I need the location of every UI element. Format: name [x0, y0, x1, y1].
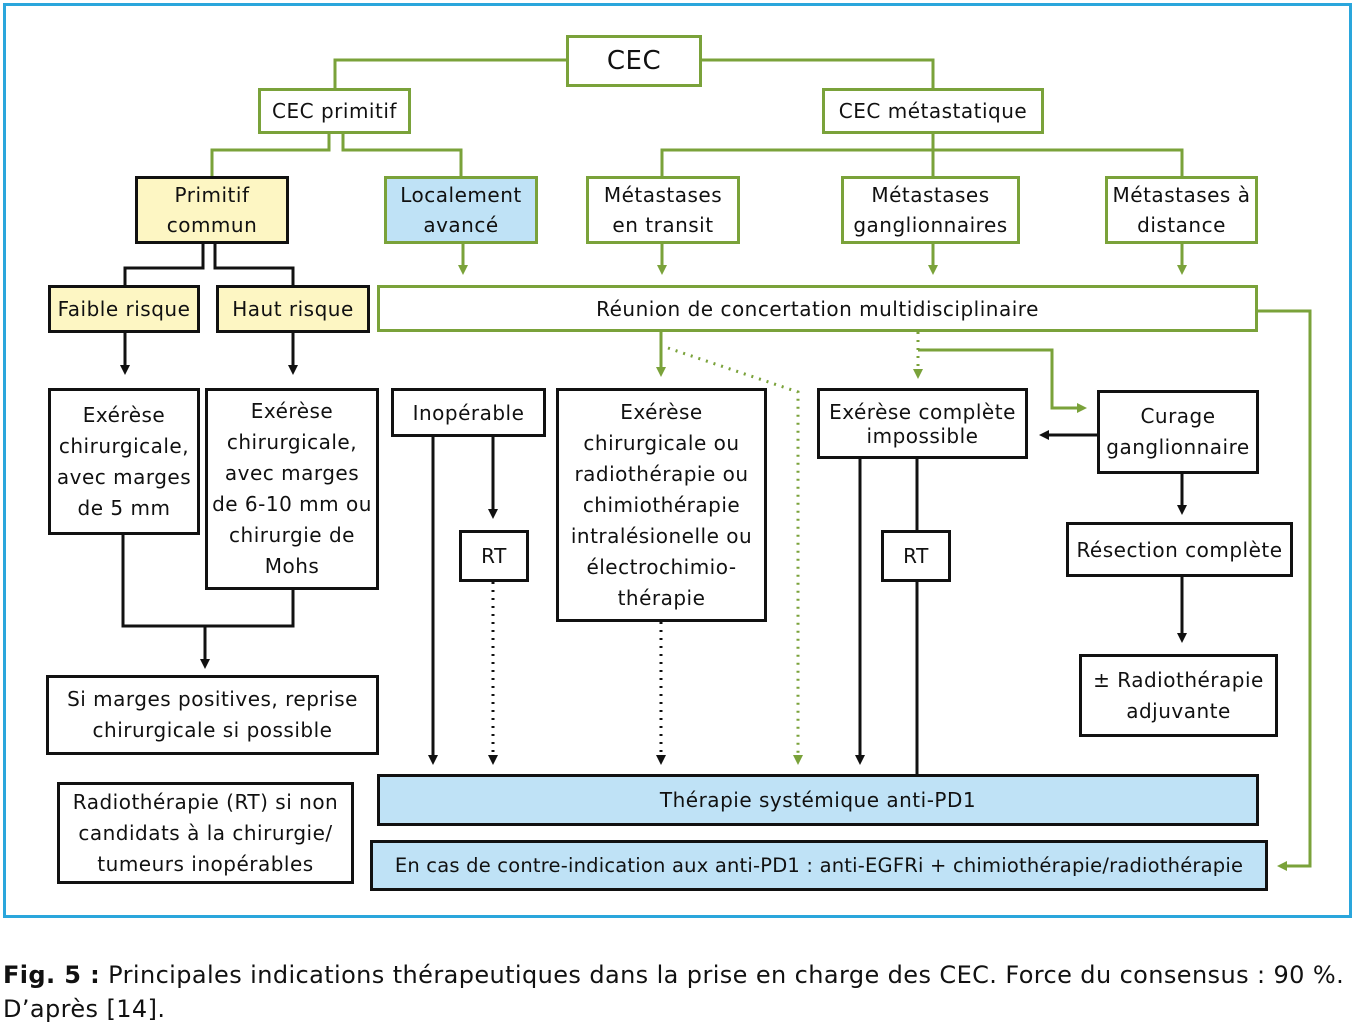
node-faible-risque: Faible risque	[48, 285, 200, 333]
link-primitif-commun	[210, 133, 331, 176]
figure-caption: Fig. 5 : Principales indications thérape…	[3, 958, 1355, 1026]
node-cec-metastatique: CEC métastatique	[822, 88, 1044, 134]
node-exerese-impossible: Exérèse complète impossible	[817, 388, 1028, 459]
node-metastases-transit: Métastases en transit	[586, 176, 740, 244]
node-inoperable: Inopérable	[391, 388, 546, 437]
node-therapie-anti-pd1: Thérapie systémique anti-PD1	[377, 774, 1259, 826]
arrow-rcp-contre-indication	[1258, 309, 1312, 871]
node-resection-complete: Résection complète	[1066, 522, 1293, 577]
node-exerese-options: Exérèse chirurgicale ou radiothérapie ou…	[556, 388, 767, 622]
link-commun-risques	[123, 244, 205, 285]
connector-lines	[120, 58, 1312, 871]
node-cec: CEC	[566, 35, 702, 87]
caption-label: Fig. 5 :	[3, 961, 101, 989]
link-cec-metastatique	[702, 58, 935, 88]
node-contre-indication: En cas de contre-indication aux anti-PD1…	[370, 840, 1268, 891]
arrow-rcp-curage	[918, 348, 1087, 413]
node-radiotherapie-adjuvante: ± Radiothérapie adjuvante	[1079, 654, 1278, 737]
node-metastases-ganglionnaires: Métastases ganglionnaires	[841, 176, 1020, 244]
node-rcp: Réunion de concertation multidisciplinai…	[377, 285, 1258, 332]
node-exerese-6-10mm: Exérèse chirurgicale, avec marges de 6-1…	[205, 388, 379, 590]
link-cec-primitif	[333, 58, 566, 88]
node-cec-primitif: CEC primitif	[258, 88, 411, 134]
node-primitif-commun: Primitif commun	[135, 176, 289, 244]
link-primitif-localement	[341, 133, 463, 176]
node-haut-risque: Haut risque	[216, 285, 370, 333]
node-metastases-distance: Métastases à distance	[1105, 176, 1258, 244]
node-marges-positives: Si marges positives, reprise chirurgical…	[46, 675, 379, 755]
link-meta-branches	[660, 148, 1184, 176]
node-exerese-5mm: Exérèse chirurgicale, avec marges de 5 m…	[48, 388, 200, 535]
node-localement-avance: Localement avancé	[384, 176, 538, 244]
caption-text: Principales indications thérapeutiques d…	[3, 961, 1345, 1023]
dotted-rcp-antipd1	[667, 346, 803, 765]
node-rt-note: Radiothérapie (RT) si non candidats à la…	[57, 782, 354, 884]
link-exereses-merge	[121, 535, 295, 628]
node-curage-ganglionnaire: Curage ganglionnaire	[1097, 390, 1259, 474]
node-rt-left: RT	[459, 530, 529, 582]
node-rt-right: RT	[881, 530, 951, 582]
link-commun-haut	[213, 244, 295, 285]
